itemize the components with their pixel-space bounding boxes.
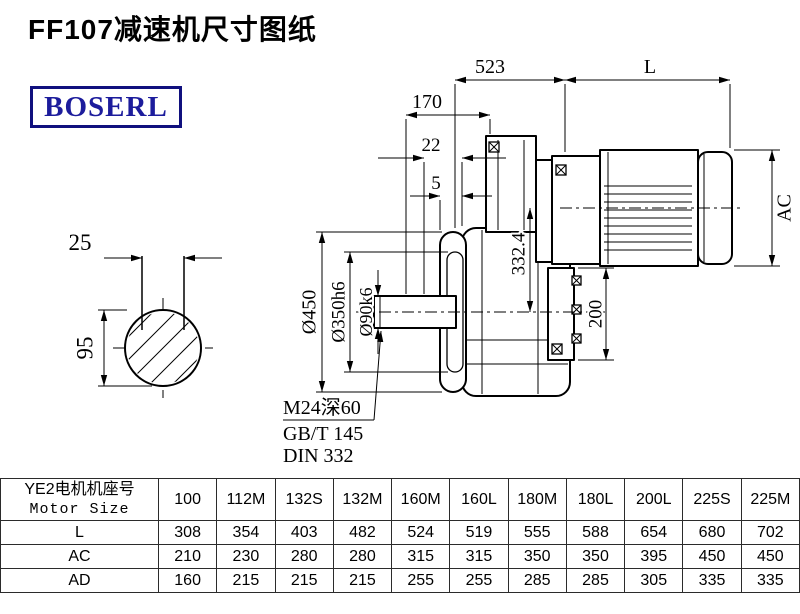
row-label: L xyxy=(0,520,159,545)
dim-523-label: 523 xyxy=(475,56,505,78)
motor-size-header: YE2电机机座号 Motor Size xyxy=(0,478,159,521)
value-cell: 555 xyxy=(507,520,567,545)
value-cell: 354 xyxy=(216,520,276,545)
value-cell: 450 xyxy=(682,544,742,569)
motor-size-table: YE2电机机座号 Motor Size 100 112M 132S 132M 1… xyxy=(0,478,800,593)
value-cell: 280 xyxy=(274,544,334,569)
value-cell: 350 xyxy=(565,544,626,569)
value-cell: 215 xyxy=(216,568,276,593)
value-cell: 305 xyxy=(624,568,684,593)
dimensions: 523 L 170 22 5 AC xyxy=(297,54,798,393)
value-cell: 160 xyxy=(157,568,218,593)
value-cell: 519 xyxy=(449,520,509,545)
note-gb-standard: GB/T 145 xyxy=(283,423,363,445)
value-cell: 524 xyxy=(391,520,451,545)
row-label: AC xyxy=(0,544,159,569)
dim-5-label: 5 xyxy=(431,173,441,194)
dim-332-label: 332.4 xyxy=(508,232,529,275)
header-cell: 132M xyxy=(332,478,393,521)
value-cell: 654 xyxy=(624,520,684,545)
page-title: FF107减速机尺寸图纸 xyxy=(28,14,317,45)
row-label: AD xyxy=(0,568,159,593)
dim-170-label: 170 xyxy=(412,91,442,113)
bolt-marks xyxy=(488,141,567,355)
table-row: AC 210 230 280 280 315 315 350 350 395 4… xyxy=(0,544,800,569)
value-cell: 588 xyxy=(565,520,626,545)
thread-notes: M24深60 GB/T 145 DIN 332 xyxy=(283,330,384,467)
technical-drawing: 25 95 xyxy=(67,54,798,467)
brand-logo: BOSERL xyxy=(30,86,182,128)
motor-size-header-en: Motor Size xyxy=(29,501,130,518)
header-cell: 180M xyxy=(507,478,567,521)
dim-22-label: 22 xyxy=(422,135,441,156)
brand-logo-text: BOSERL xyxy=(44,90,168,123)
dim-L-label: L xyxy=(644,56,656,78)
value-cell: 210 xyxy=(157,544,218,569)
value-cell: 315 xyxy=(449,544,509,569)
value-cell: 450 xyxy=(740,544,800,569)
value-cell: 285 xyxy=(507,568,567,593)
header-cell: 112M xyxy=(216,478,276,521)
header-cell: 160M xyxy=(391,478,451,521)
value-cell: 335 xyxy=(682,568,742,593)
value-cell: 255 xyxy=(449,568,509,593)
value-cell: 230 xyxy=(216,544,276,569)
value-cell: 702 xyxy=(740,520,800,545)
header-cell: 225S xyxy=(682,478,742,521)
header-cell: 200L xyxy=(624,478,684,521)
header-cell: 225M xyxy=(740,478,800,521)
dim-d450-label: Ø450 xyxy=(299,290,321,334)
value-cell: 280 xyxy=(332,544,393,569)
dim-200-label: 200 xyxy=(585,300,606,329)
dim-AC-label: AC xyxy=(774,194,796,222)
dim-25-label: 25 xyxy=(69,230,92,255)
value-cell: 403 xyxy=(274,520,334,545)
value-cell: 335 xyxy=(740,568,800,593)
note-thread: M24深60 xyxy=(283,396,361,419)
header-cell: 132S xyxy=(274,478,334,521)
header-cell: 160L xyxy=(449,478,509,521)
table-header-row: YE2电机机座号 Motor Size 100 112M 132S 132M 1… xyxy=(0,478,800,521)
dim-d90-label: Ø90k6 xyxy=(356,288,376,337)
header-cell: 180L xyxy=(565,478,626,521)
main-view xyxy=(356,135,744,397)
table-row: L 308 354 403 482 524 519 555 588 654 68… xyxy=(0,520,800,545)
value-cell: 255 xyxy=(391,568,451,593)
value-cell: 315 xyxy=(391,544,451,569)
value-cell: 308 xyxy=(157,520,218,545)
motor xyxy=(599,149,733,267)
left-view: 25 95 xyxy=(67,228,222,398)
table-row: AD 160 215 215 215 255 255 285 285 305 3… xyxy=(0,568,800,593)
value-cell: 482 xyxy=(332,520,393,545)
value-cell: 285 xyxy=(565,568,626,593)
bolt-heads xyxy=(571,275,582,344)
header-cell: 100 xyxy=(157,478,218,521)
note-din-standard: DIN 332 xyxy=(283,445,354,467)
value-cell: 215 xyxy=(332,568,393,593)
value-cell: 215 xyxy=(274,568,334,593)
value-cell: 680 xyxy=(682,520,742,545)
motor-size-header-cn: YE2电机机座号 xyxy=(24,481,135,498)
dim-d350-label: Ø350h6 xyxy=(328,281,349,342)
value-cell: 350 xyxy=(507,544,567,569)
dim-95-label: 95 xyxy=(72,337,97,360)
value-cell: 395 xyxy=(624,544,684,569)
